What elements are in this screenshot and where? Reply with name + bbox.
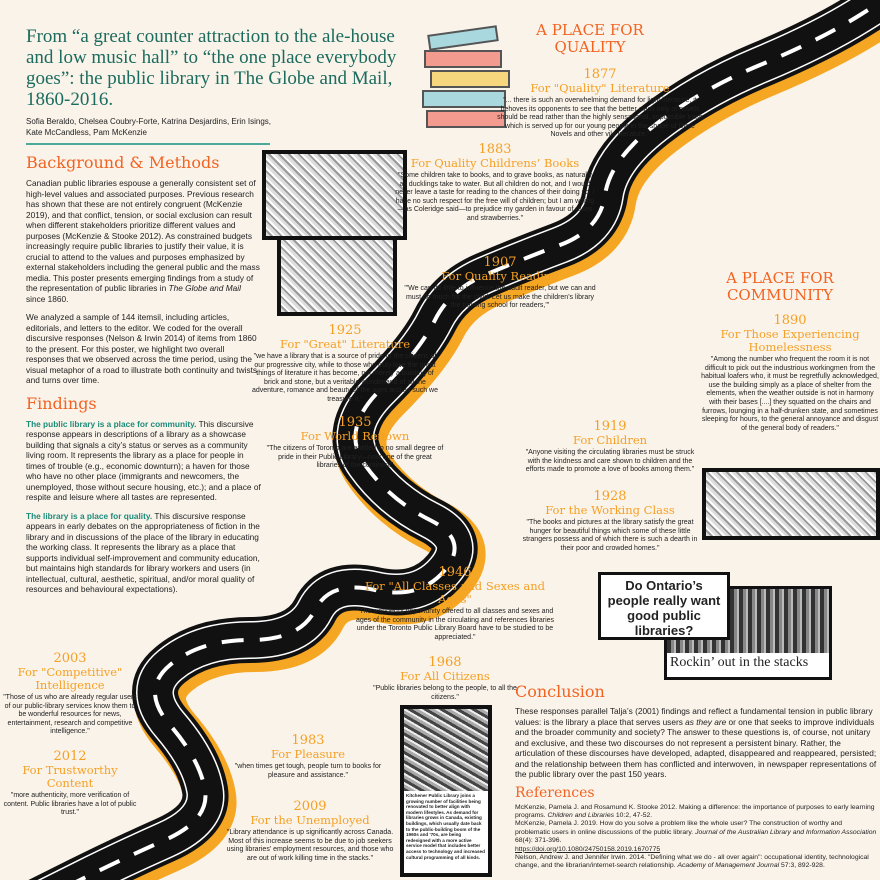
entry-year: 2003 xyxy=(53,651,87,666)
entry-year: 1890 xyxy=(773,313,807,328)
entry-theme: For World Renown xyxy=(300,429,410,443)
entry-quote: "when times get tough, people turn to bo… xyxy=(234,763,382,779)
entry-theme: For Trustworthy Content xyxy=(22,763,118,790)
clipping-caption: Rockin’ out in the stacks xyxy=(670,655,809,670)
newspaper-headline-clipping: Do Ontario’s people really want good pub… xyxy=(598,572,730,640)
entry-year: 1883 xyxy=(478,142,512,157)
findings-heading: Findings xyxy=(26,393,97,413)
references-list: McKenzie, Pamela J. and Rosamund K. Stoo… xyxy=(515,804,877,871)
entry-theme: For "Competitive" Intelligence xyxy=(17,665,123,692)
entry-year: 1928 xyxy=(593,489,627,504)
entry-year: 1983 xyxy=(291,733,325,748)
entry-quote: "Some children take to books, and to gra… xyxy=(395,172,595,222)
historic-reading-room-photo xyxy=(702,468,880,540)
reference-3: Nelson, Andrew J. and Jennifer Irwin. 20… xyxy=(515,853,869,870)
entry-quote: "The wonderful opportunity offered to al… xyxy=(355,608,555,641)
entry-theme: For "All Classes and Sexes and Ages" xyxy=(365,579,545,606)
entry-theme: For the Working Class xyxy=(545,503,675,517)
background-heading: Background & Methods xyxy=(26,153,220,172)
entry-theme: For Quality Reading xyxy=(441,269,559,283)
entry-quote: "The books and pictures at the library s… xyxy=(522,519,698,552)
entry-year: 1907 xyxy=(483,255,517,270)
place-for-quality-heading: A PLACE FOR QUALITY xyxy=(536,21,644,56)
references-heading: References xyxy=(515,784,595,801)
entry-year: 1919 xyxy=(593,419,627,434)
left-column: From “a great counter attraction to the … xyxy=(26,26,406,603)
entry-year: 1925 xyxy=(328,323,362,338)
authors: Sofia Beraldo, Chelsea Coubry-Forte, Kat… xyxy=(26,117,271,137)
entry-quote: "Those of us who are already regular use… xyxy=(3,694,137,736)
entry-quote: "Library attendance is up significantly … xyxy=(226,829,394,862)
entry-quote: "'We can do little to influence the adul… xyxy=(404,285,596,310)
entry-year: 1968 xyxy=(428,655,462,670)
right-column: Conclusion These responses parallel Talj… xyxy=(515,682,877,871)
entry-theme: For Pleasure xyxy=(270,747,346,761)
entry-theme: For Those Experiencing Homelessness xyxy=(720,327,860,354)
entry-quote: "more authenticity, more verification of… xyxy=(3,792,137,817)
conclusion-heading: Conclusion xyxy=(515,682,605,701)
kitchener-library-photo xyxy=(404,709,488,791)
kitchener-caption: Kitchener Public Library joins a growing… xyxy=(406,793,485,860)
entry-year: 1946 xyxy=(438,565,472,580)
doi-link[interactable]: https://doi.org/10.1080/24750158.2019.16… xyxy=(515,845,661,853)
historic-library-photo-1 xyxy=(262,150,407,240)
entry-year: 1877 xyxy=(583,67,617,82)
entry-theme: For All Citizens xyxy=(400,669,490,683)
poster-title: From “a great counter attraction to the … xyxy=(26,26,397,110)
entry-year: 1935 xyxy=(338,415,372,430)
entry-theme: For "Great" Literature xyxy=(279,337,411,351)
title-divider xyxy=(26,143,270,145)
entry-theme: For "Quality" Literature xyxy=(530,81,670,95)
findings-text: The public library is a place for commun… xyxy=(26,418,261,595)
entry-quote: "Among the number who frequent the room … xyxy=(701,356,879,432)
entry-quote: "... there is such an overwhelming deman… xyxy=(497,97,703,139)
entry-quote: "Public libraries belong to the people, … xyxy=(373,685,517,701)
entry-quote: "Anyone visiting the circulating librari… xyxy=(525,449,695,474)
place-for-community-heading: A PLACE FOR COMMUNITY xyxy=(726,269,834,304)
entry-quote: "The citizens of Toronto are entitled to… xyxy=(266,445,444,470)
kitchener-library-clipping: Kitchener Public Library joins a growing… xyxy=(400,705,492,877)
historic-library-photo-2 xyxy=(277,236,397,316)
entry-quote: "we have a library that is a source of p… xyxy=(251,353,438,403)
entry-theme: For Quality Childrens’ Books xyxy=(410,156,580,170)
entry-theme: For Children xyxy=(572,433,648,447)
reference-2: McKenzie, Pamela J. 2019. How do you sol… xyxy=(515,820,877,853)
entry-theme: For the Unemployed xyxy=(250,813,370,827)
books-illustration xyxy=(420,22,520,132)
reference-1: McKenzie, Pamela J. and Rosamund K. Stoo… xyxy=(515,803,875,819)
conclusion-text: These responses parallel Talja’s (2001) … xyxy=(515,706,877,779)
road-center-dashes xyxy=(75,0,880,880)
background-text: Canadian public libraries espouse a gene… xyxy=(26,178,260,385)
entry-year: 2009 xyxy=(293,799,327,814)
entry-year: 2012 xyxy=(53,749,87,764)
